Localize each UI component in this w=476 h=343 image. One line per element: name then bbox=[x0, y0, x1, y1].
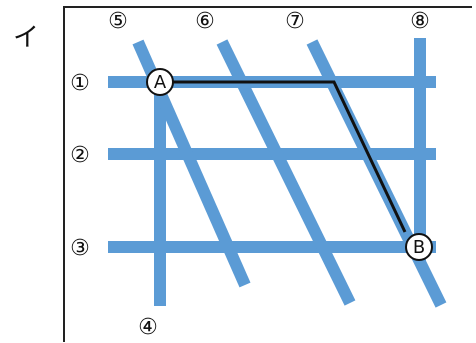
road-6 bbox=[216, 39, 356, 306]
frame bbox=[63, 6, 472, 342]
road-label-2: ② bbox=[70, 143, 90, 168]
point-a-marker bbox=[146, 68, 174, 96]
route-line bbox=[160, 80, 407, 233]
point-b-label: B bbox=[413, 237, 425, 258]
point-b-marker bbox=[405, 233, 433, 261]
road-label-4: ④ bbox=[138, 315, 158, 340]
road-label-1: ① bbox=[70, 71, 90, 96]
road-label-3: ③ bbox=[70, 236, 90, 261]
road-label-7: ⑦ bbox=[285, 9, 305, 34]
panel-label: イ bbox=[13, 23, 40, 53]
road-label-8: ⑧ bbox=[410, 9, 430, 34]
road-label-5: ⑤ bbox=[108, 9, 128, 34]
point-a-label: A bbox=[154, 72, 167, 93]
road-label-6: ⑥ bbox=[195, 9, 215, 34]
